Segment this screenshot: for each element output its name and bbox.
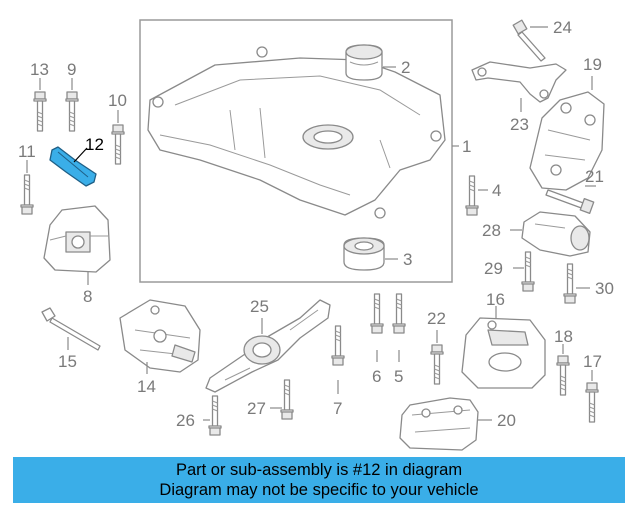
bolt-part-22[interactable] [430, 344, 444, 385]
bushing-part-3[interactable] [343, 237, 385, 271]
callout-1: 1 [462, 137, 471, 156]
mount-bracket-part-20[interactable] [399, 397, 479, 451]
callout-13: 13 [30, 60, 49, 79]
bolt-part-17[interactable] [585, 382, 599, 423]
bolt-part-7[interactable] [331, 325, 345, 366]
bolt-part-21[interactable] [545, 189, 595, 214]
callout-4: 4 [492, 181, 501, 200]
callout-15: 15 [58, 352, 77, 371]
callout-labels: 1 2 3 4 5 6 7 8 9 10 11 12 13 14 15 16 1… [18, 18, 614, 430]
bolt-part-11[interactable] [20, 174, 34, 215]
callout-9: 9 [67, 60, 76, 79]
callout-21: 21 [585, 167, 604, 186]
bolt-part-29[interactable] [521, 251, 535, 292]
mount-bracket-part-14[interactable] [119, 299, 201, 373]
banner-line-2: Diagram may not be specific to your vehi… [159, 481, 479, 499]
callout-29: 29 [484, 259, 503, 278]
arm-part-23[interactable] [471, 61, 567, 103]
bracket-part-28[interactable] [521, 211, 591, 257]
callout-12-highlighted: 12 [85, 135, 104, 154]
callout-27: 27 [247, 399, 266, 418]
bolt-part-5[interactable] [392, 293, 406, 334]
callout-30: 30 [595, 279, 614, 298]
callout-28: 28 [482, 221, 501, 240]
torque-arm-part-25[interactable] [205, 299, 331, 393]
engine-mount-part-8[interactable] [43, 205, 111, 273]
bracket-part-12-highlighted[interactable] [49, 146, 97, 187]
callout-8: 8 [83, 287, 92, 306]
callout-5: 5 [394, 367, 403, 386]
bolt-part-18[interactable] [556, 355, 570, 396]
callout-26: 26 [176, 411, 195, 430]
callout-23: 23 [510, 115, 529, 134]
bolt-part-10[interactable] [111, 124, 125, 165]
bolt-part-26[interactable] [208, 395, 222, 436]
callout-16: 16 [486, 290, 505, 309]
bolt-part-13[interactable] [33, 91, 47, 132]
bolt-part-30[interactable] [563, 263, 577, 304]
banner-line-1: Part or sub-assembly is #12 in diagram [175, 461, 463, 479]
callout-7: 7 [333, 399, 342, 418]
bushing-part-2[interactable] [345, 44, 383, 81]
callout-18: 18 [554, 327, 573, 346]
bolt-part-9[interactable] [65, 91, 79, 132]
callout-10: 10 [108, 91, 127, 110]
bracket-part-19[interactable] [529, 91, 605, 191]
parts-diagram: 1 2 3 4 5 6 7 8 9 10 11 12 13 14 15 16 1… [18, 18, 614, 451]
subframe[interactable] [147, 46, 446, 219]
info-banner: Part or sub-assembly is #12 in diagram D… [13, 457, 625, 503]
bolt-part-4[interactable] [465, 175, 479, 216]
callout-14: 14 [137, 377, 156, 396]
callout-6: 6 [372, 367, 381, 386]
bolt-part-15[interactable] [41, 307, 101, 351]
callout-22: 22 [427, 309, 446, 328]
subframe-frame [139, 19, 453, 283]
bolt-part-24[interactable] [512, 19, 546, 62]
callout-20: 20 [497, 411, 516, 430]
bolt-part-27[interactable] [280, 379, 294, 420]
bolt-part-6[interactable] [370, 293, 384, 334]
callout-25: 25 [250, 297, 269, 316]
transmission-mount-part-16[interactable] [461, 317, 546, 389]
callout-3: 3 [403, 250, 412, 269]
callout-19: 19 [583, 55, 602, 74]
callout-24: 24 [553, 18, 572, 37]
callout-2: 2 [401, 58, 410, 77]
callout-11: 11 [18, 142, 36, 161]
callout-17: 17 [583, 352, 602, 371]
